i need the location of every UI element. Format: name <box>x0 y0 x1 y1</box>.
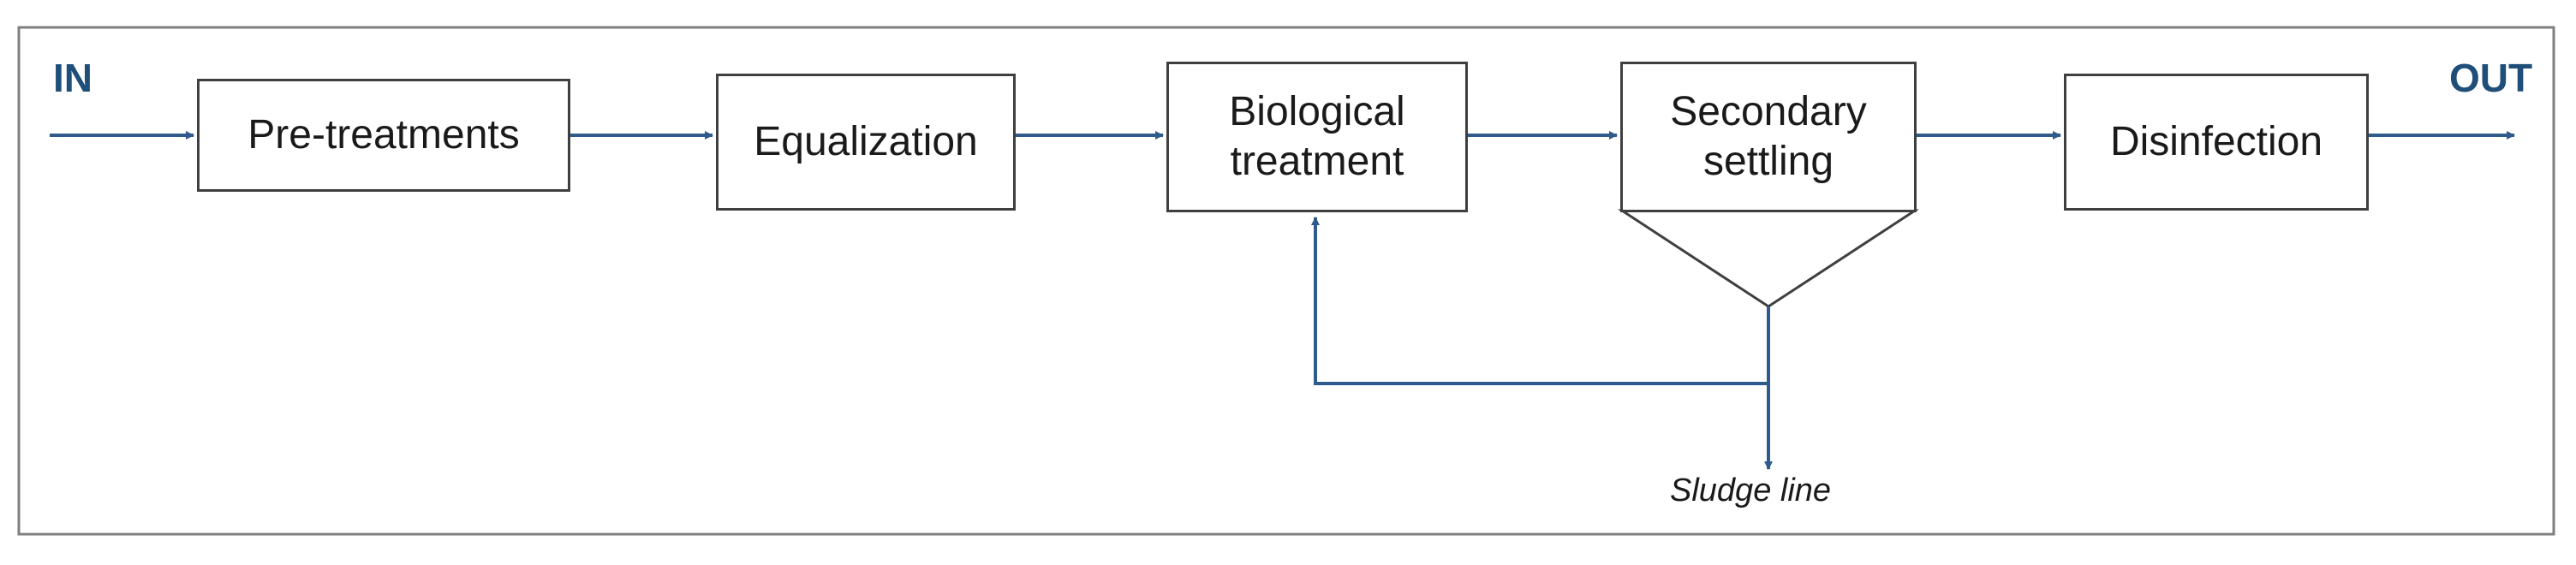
settling-hopper <box>1617 209 1920 308</box>
input-label: IN <box>53 56 92 100</box>
step-label: Equalization <box>754 119 978 164</box>
step-label: Pre-treatments <box>247 112 520 158</box>
step-label: Secondary settling <box>1670 89 1867 184</box>
sludge-recycle-line <box>1311 217 1768 385</box>
output-label: OUT <box>2449 56 2533 100</box>
step-secondary-settling: Secondary settling <box>1620 62 1917 212</box>
step-pretreatments: Pre-treatments <box>197 79 570 192</box>
step-equalization: Equalization <box>716 74 1016 211</box>
step-biological-treatment: Biological treatment <box>1166 62 1468 212</box>
step-label: Biological treatment <box>1229 89 1405 184</box>
step-disinfection: Disinfection <box>2064 74 2369 211</box>
diagram-frame <box>17 26 2555 536</box>
step-label: Disinfection <box>2109 119 2323 164</box>
sludge-line-label: Sludge line <box>1670 473 1832 508</box>
